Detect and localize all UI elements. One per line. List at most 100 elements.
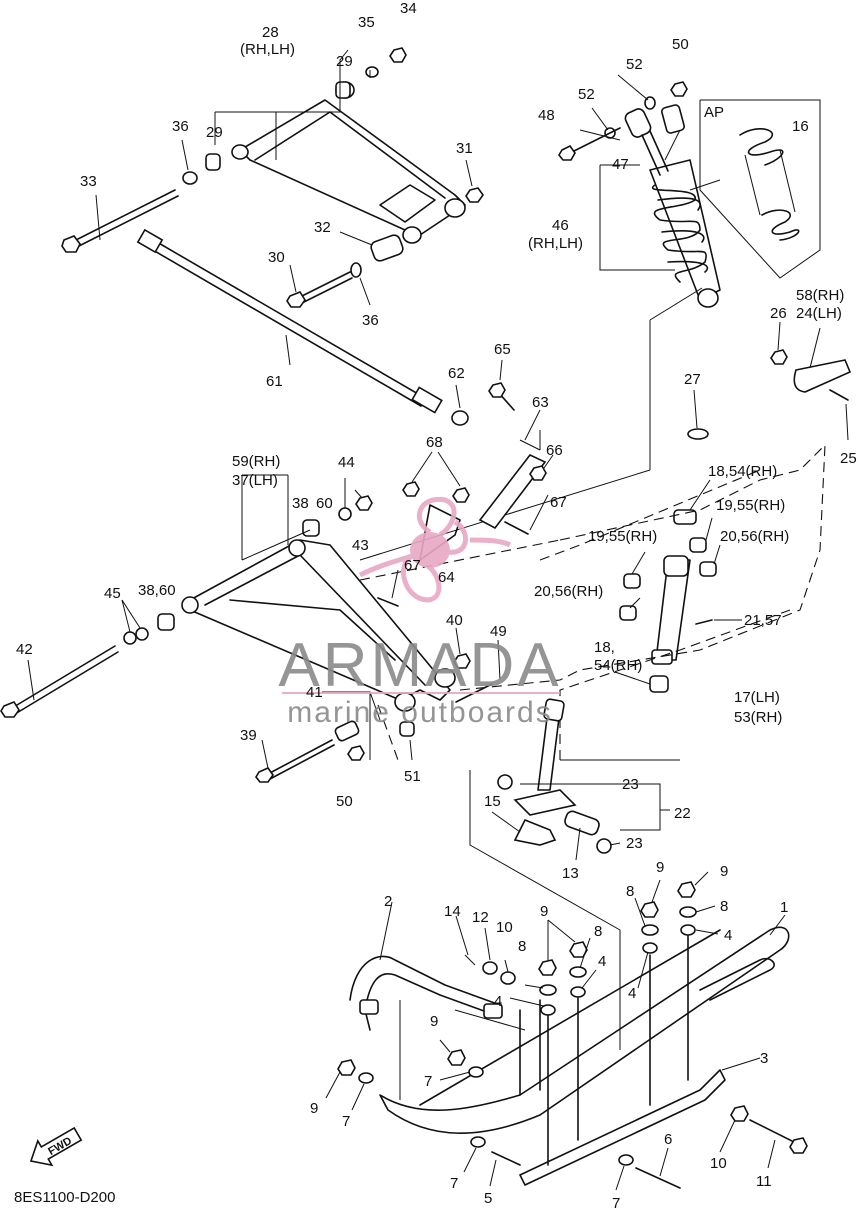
tie-rod-61	[136, 228, 443, 414]
washer-36a	[182, 171, 198, 185]
washer-4a	[540, 1004, 556, 1016]
shock-absorber	[558, 81, 721, 308]
bracket-58	[793, 359, 852, 393]
nut-9d	[677, 881, 696, 898]
callout-50: 50	[672, 36, 689, 53]
washer-35	[365, 66, 379, 78]
callout-46: 46	[552, 217, 569, 234]
callout-20-56a: 20,56(RH)	[720, 528, 789, 545]
washer-7a	[468, 1066, 484, 1078]
washer-44	[338, 507, 352, 521]
callout-1: 1	[780, 899, 788, 916]
callout-47: 47	[612, 156, 629, 173]
nut-50	[670, 81, 688, 97]
washer-10a	[500, 971, 516, 985]
callout-6: 6	[664, 1131, 672, 1148]
nut-66	[529, 465, 547, 481]
watermark-brand: ARMADA	[278, 631, 561, 700]
callout-60: 60	[316, 495, 333, 512]
callout-9b: 9	[656, 859, 664, 876]
ski-1	[379, 926, 790, 1134]
callout-25: 25	[840, 450, 857, 467]
bushing-19b	[623, 573, 641, 589]
bushing-62	[451, 410, 469, 426]
callout-2: 2	[384, 893, 392, 910]
callout-10b: 10	[710, 1155, 727, 1172]
lower-arm-group	[0, 495, 561, 783]
nut-9c	[640, 901, 659, 918]
nut-50b	[347, 745, 365, 761]
upper-arm	[239, 99, 466, 236]
washer-8c	[641, 924, 659, 936]
bolt-67a	[504, 521, 529, 535]
bushing-51	[399, 721, 415, 737]
callout-3: 3	[760, 1050, 768, 1067]
callout-35: 35	[358, 14, 375, 31]
bushing-18b	[649, 675, 669, 693]
callout-40: 40	[446, 612, 463, 629]
nut-40	[453, 653, 471, 669]
callout-29a: 29	[336, 53, 353, 70]
callout-30: 30	[268, 249, 285, 266]
callout-33: 33	[80, 173, 97, 190]
callout-36b: 36	[362, 312, 379, 329]
callout-38-60: 38,60	[138, 582, 176, 599]
callout-26: 26	[770, 305, 787, 322]
callout-67b: 67	[404, 557, 421, 574]
callout-62: 62	[448, 365, 465, 382]
callout-5: 5	[484, 1190, 492, 1207]
callout-49: 49	[490, 623, 507, 640]
link-63	[478, 454, 547, 530]
callout-17: 17(LH)	[734, 689, 780, 706]
nut-9f	[337, 1059, 356, 1076]
runner-3	[519, 1069, 726, 1186]
callout-46-sub: (RH,LH)	[528, 235, 583, 252]
callout-64: 64	[438, 569, 455, 586]
callout-28: 28	[262, 24, 279, 41]
callout-29b: 29	[206, 124, 223, 141]
bushing-47	[661, 104, 685, 134]
bolt-6	[635, 1167, 681, 1189]
washer-10b	[730, 1105, 749, 1122]
callout-24: 24(LH)	[796, 305, 842, 322]
callout-13: 13	[562, 865, 579, 882]
callout-9d: 9	[430, 1013, 438, 1030]
callout-36a: 36	[172, 118, 189, 135]
callout-43: 43	[352, 537, 369, 554]
ski-group	[337, 881, 808, 1189]
washer-4b	[570, 986, 586, 998]
upper-arm-group	[61, 47, 484, 308]
callout-59: 59(RH)	[232, 453, 280, 470]
grease-nipple-21	[695, 619, 713, 625]
callout-27: 27	[684, 371, 701, 388]
collar-12	[482, 961, 498, 975]
washer-4d	[680, 924, 696, 936]
damper-15	[513, 818, 557, 846]
bushing-20a	[699, 561, 717, 577]
callout-8b: 8	[518, 938, 526, 955]
nut-43	[355, 495, 373, 511]
diagram-code: 8ES1100-D200	[14, 1189, 115, 1206]
washer-45b	[135, 627, 149, 641]
washer-8a	[539, 984, 557, 996]
callout-20-56b: 20,56(RH)	[534, 583, 603, 600]
nut-68a	[402, 481, 420, 497]
bolt-11	[749, 1119, 801, 1146]
washer-45a	[123, 631, 137, 645]
callout-14: 14	[444, 903, 461, 920]
washer-4c	[642, 942, 658, 954]
callout-9e: 9	[310, 1100, 318, 1117]
nut-68b	[452, 487, 470, 503]
bolt-30	[297, 271, 351, 299]
pin-14	[464, 954, 476, 966]
strut-assembly	[359, 287, 852, 760]
callout-11: 11	[756, 1173, 772, 1190]
bushing-19a	[689, 537, 707, 553]
callout-7a: 7	[424, 1073, 432, 1090]
nut-9b	[569, 941, 588, 958]
nut-9a	[538, 959, 557, 976]
callout-10a: 10	[496, 919, 513, 936]
propeller-logo	[358, 496, 512, 603]
bushing-23b	[596, 838, 612, 854]
callout-7d: 7	[612, 1195, 620, 1210]
